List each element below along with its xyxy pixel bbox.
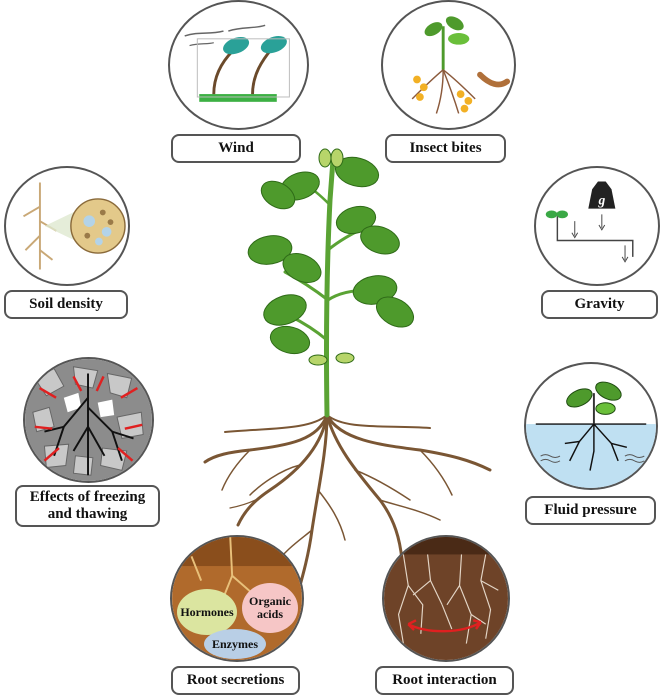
insect-bites-circle — [381, 0, 516, 130]
freezing-thawing-label-line1: Effects of freezing — [30, 489, 146, 506]
soil-density-illustration — [6, 168, 128, 284]
wind-illustration — [170, 2, 307, 128]
organic-acids-line2: acids — [257, 608, 283, 621]
root-secretions-label: Root secretions — [171, 666, 300, 695]
gravity-weight-symbol: g — [597, 193, 605, 208]
gravity-label: Gravity — [541, 290, 658, 319]
root-secretions-circle: Hormones Organic acids Enzymes — [170, 535, 304, 662]
gravity-illustration: g — [536, 168, 658, 284]
insect-bites-label: Insect bites — [385, 134, 506, 163]
freezing-thawing-circle — [23, 357, 154, 483]
root-interaction-illustration — [384, 537, 508, 660]
wind-label: Wind — [171, 134, 301, 163]
freezing-thawing-label: Effects of freezing and thawing — [15, 485, 160, 527]
insect-bites-illustration — [383, 2, 514, 128]
freezing-thawing-label-line2: and thawing — [48, 506, 128, 523]
fluid-pressure-illustration — [526, 364, 656, 488]
enzymes-bubble: Enzymes — [204, 629, 266, 659]
wind-circle — [168, 0, 309, 130]
freezing-thawing-illustration — [25, 359, 152, 481]
hormones-bubble: Hormones — [177, 589, 237, 635]
soil-density-circle — [4, 166, 130, 286]
fluid-pressure-label: Fluid pressure — [525, 496, 656, 525]
gravity-circle: g — [534, 166, 660, 286]
soil-density-label: Soil density — [4, 290, 128, 319]
root-interaction-circle — [382, 535, 510, 662]
root-interaction-label: Root interaction — [375, 666, 514, 695]
fluid-pressure-circle — [524, 362, 658, 490]
organic-acids-bubble: Organic acids — [242, 583, 298, 633]
